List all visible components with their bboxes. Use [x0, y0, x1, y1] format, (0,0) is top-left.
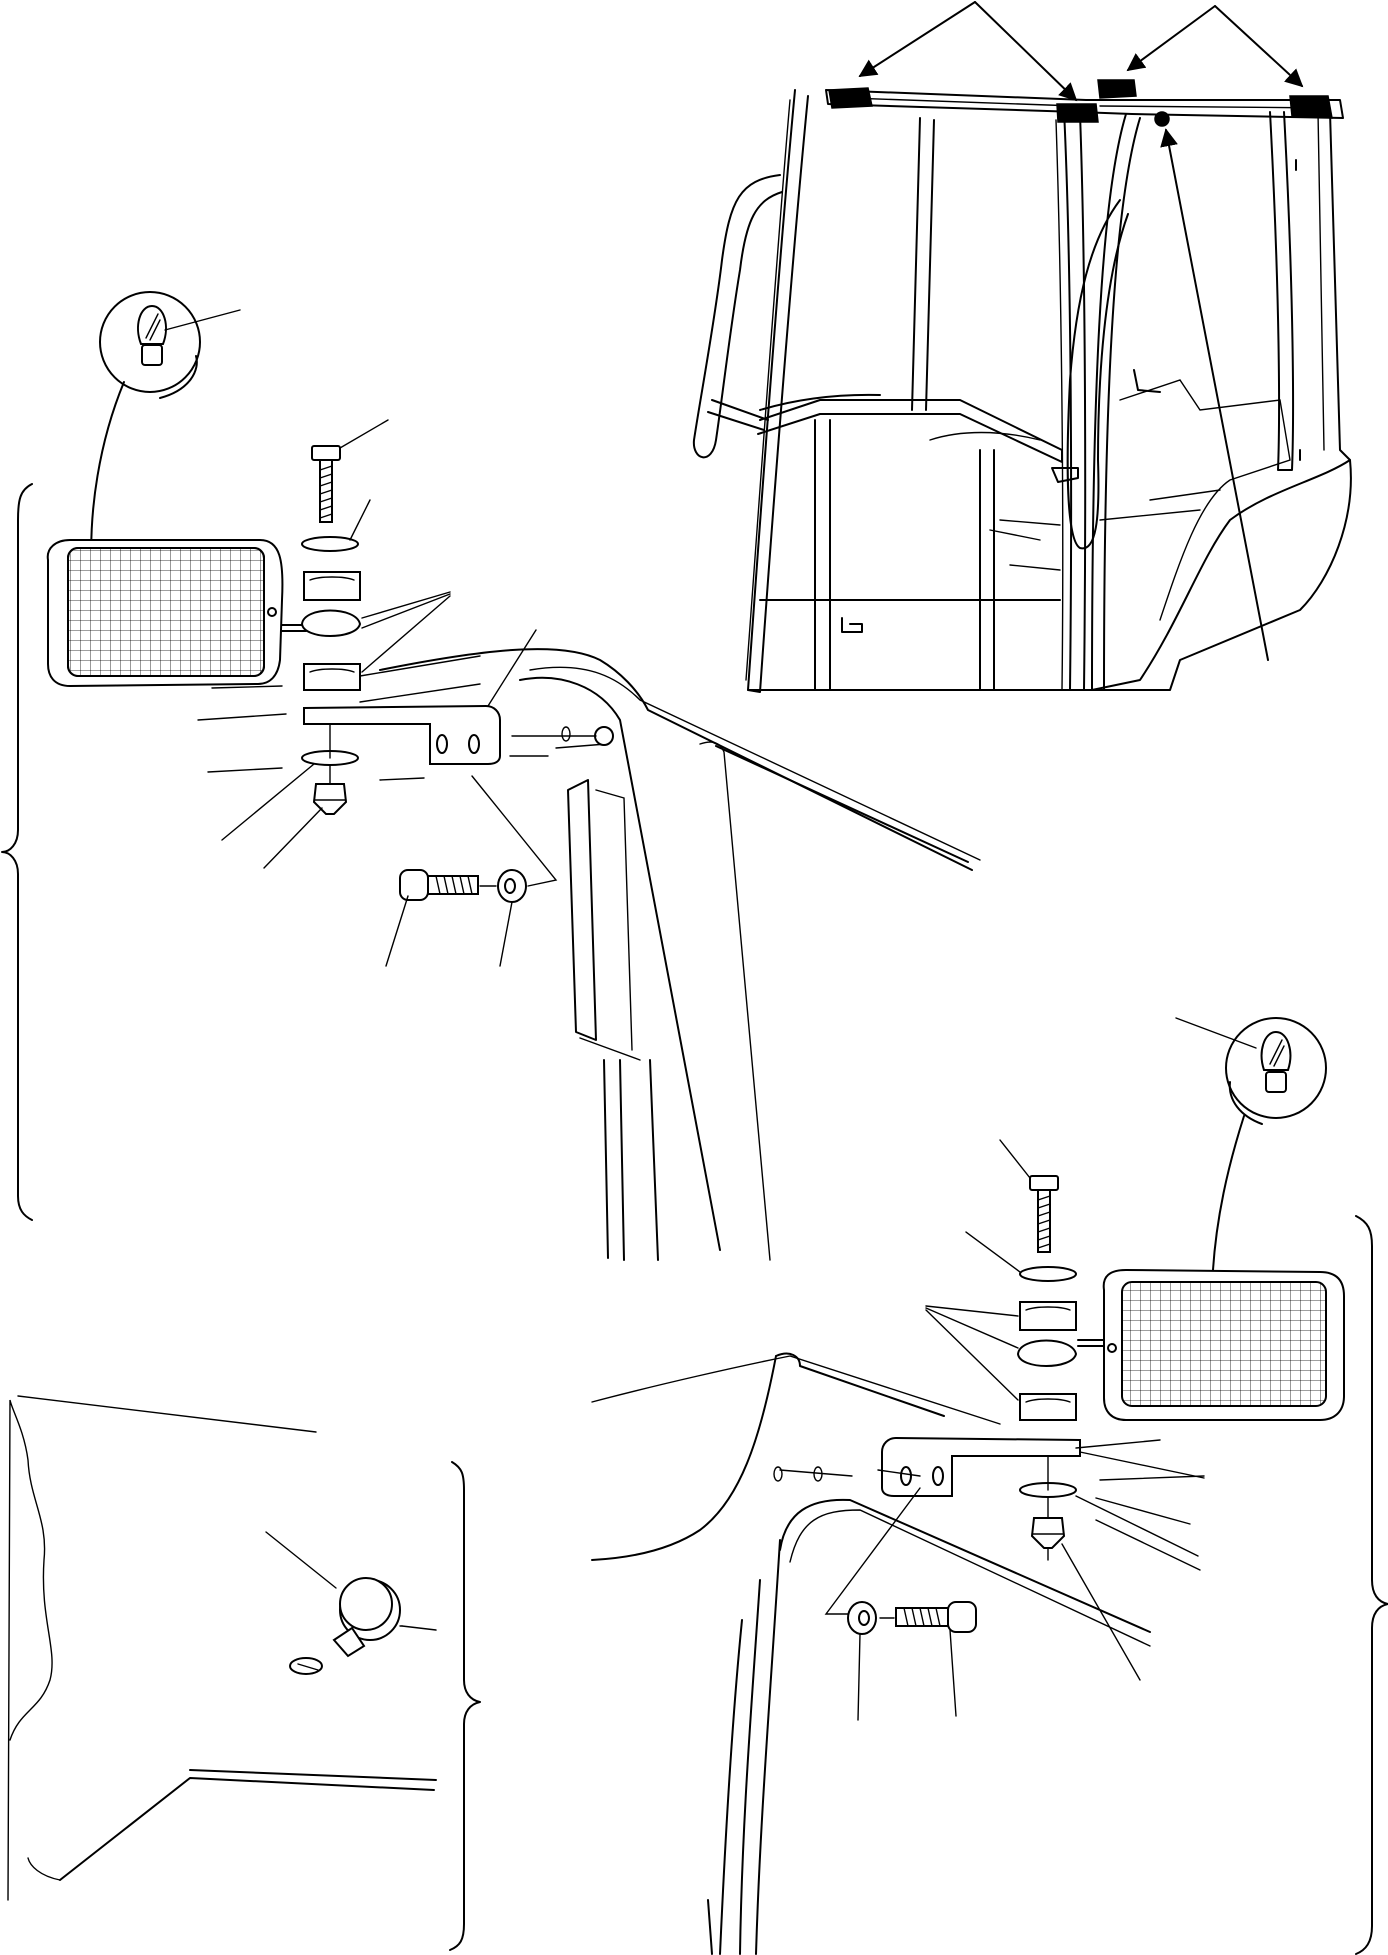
- plug-detail-brace: [449, 1461, 481, 1951]
- left-bulb-icon: [137, 304, 167, 366]
- right-assembly-brace: [1355, 1215, 1388, 1955]
- roof-lamp-front-right: [1289, 95, 1333, 119]
- right-mounting-bracket: [881, 1436, 1205, 1497]
- right-rubber-mounts: [925, 1301, 1078, 1421]
- left-lock-nut: [312, 783, 348, 815]
- left-side-washer: [497, 869, 527, 903]
- left-rubber-mounts: [300, 571, 451, 691]
- right-bulb-icon: [1260, 1030, 1292, 1093]
- right-side-bolt: [895, 1601, 977, 1633]
- right-lock-nut: [1030, 1517, 1066, 1549]
- left-work-lamp: [46, 539, 307, 688]
- roof-lamp-front-middle: [1097, 79, 1137, 99]
- right-top-washer: [1019, 1266, 1077, 1282]
- right-work-lamp: [1077, 1268, 1345, 1421]
- bottom-left-plug-detail: [7, 1395, 481, 1951]
- roof-lamp-rear-left: [828, 87, 873, 109]
- left-lamp-assembly: [1, 291, 981, 1261]
- roof-lamp-front-left: [1056, 103, 1099, 123]
- left-side-bolt: [399, 869, 479, 901]
- roof-work-lamps: [828, 79, 1333, 127]
- roof-beacon-mount: [1154, 111, 1170, 127]
- left-mounting-bracket: [303, 629, 537, 765]
- left-top-bolt: [311, 445, 341, 523]
- plug-cap: [289, 1577, 401, 1675]
- right-top-bolt: [1029, 1175, 1059, 1253]
- left-top-washer: [301, 536, 359, 552]
- roof-lamp-arrows: [858, 1, 1304, 661]
- right-lamp-assembly: [591, 1017, 1388, 1955]
- right-side-washer: [847, 1601, 877, 1635]
- cab-frame: [692, 89, 1352, 693]
- left-assembly-brace: [1, 483, 33, 1221]
